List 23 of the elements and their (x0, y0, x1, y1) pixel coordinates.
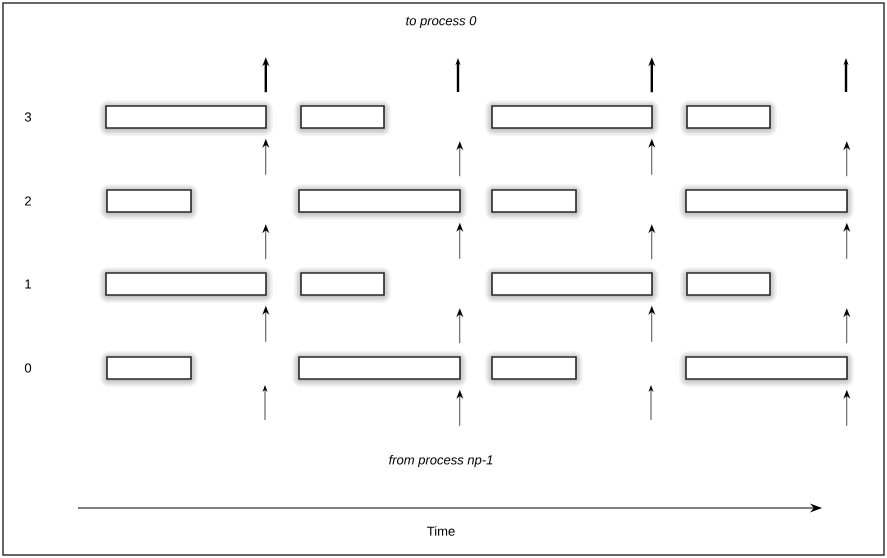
direction-label: from process np-1 (389, 454, 492, 468)
axis-label: Time (427, 526, 455, 536)
process-box (686, 105, 771, 129)
process-box (105, 272, 267, 296)
process-box (300, 272, 385, 296)
process-box (105, 105, 267, 129)
process-box (298, 189, 461, 213)
row-number: 2 (25, 196, 31, 206)
process-box (491, 356, 577, 380)
process-box (686, 272, 771, 296)
direction-label: to process 0 (406, 16, 476, 28)
process-box (491, 105, 653, 129)
row-number: 3 (24, 112, 32, 122)
row-number: 0 (24, 363, 32, 373)
process-box (491, 189, 577, 213)
process-box (298, 356, 461, 380)
process-box (491, 272, 653, 296)
process-box (300, 105, 385, 129)
process-box (685, 356, 848, 380)
process-box (685, 189, 848, 213)
process-box (106, 356, 192, 380)
row-number: 1 (25, 280, 31, 288)
process-box (106, 189, 192, 213)
